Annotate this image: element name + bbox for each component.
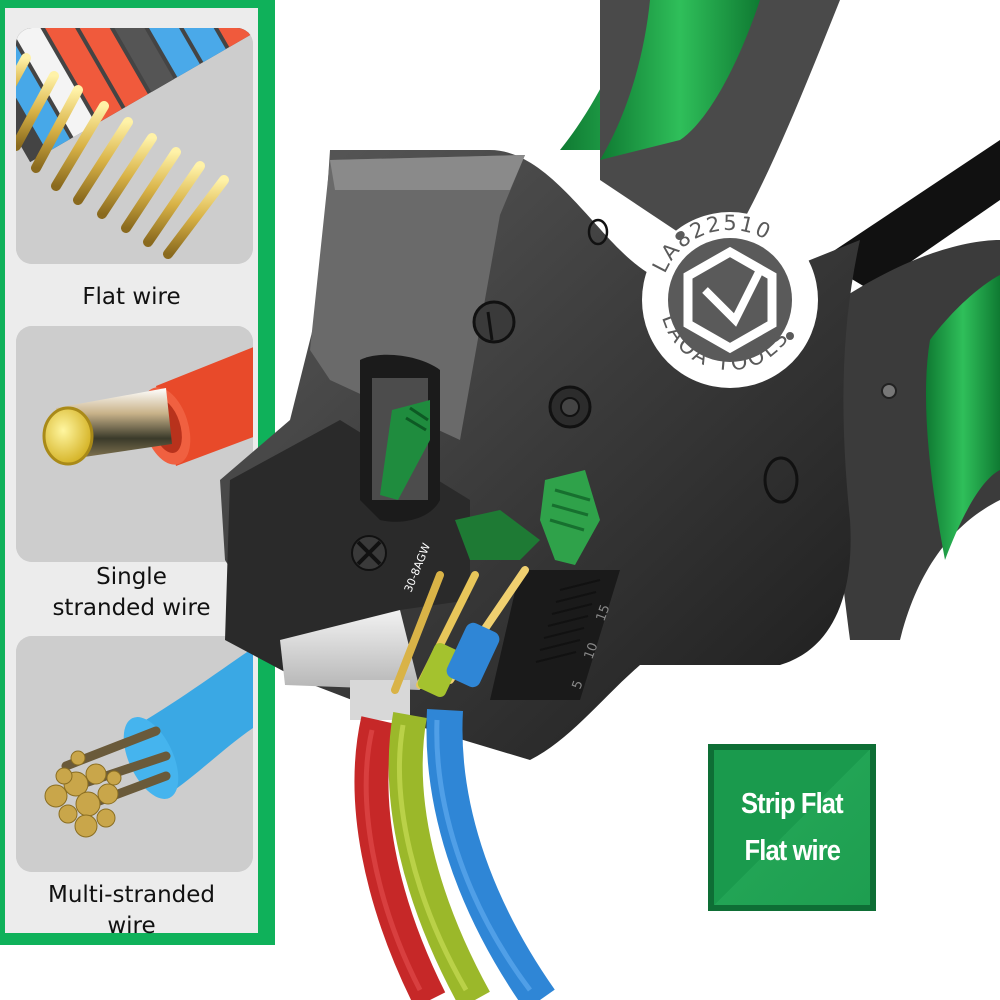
wire-stripper-illustration: LAOA TOOLS LA822510 30-8AGW — [220, 0, 1000, 1000]
svg-text:10: 10 — [582, 641, 602, 662]
badge-line-2: Flat wire — [744, 834, 840, 867]
laoa-tools-logo-seal: LAOA TOOLS LA822510 — [642, 211, 818, 388]
length-scale: 5 10 15 — [490, 570, 620, 700]
multi-stranded-wire-label-line2: wire — [107, 913, 156, 939]
multi-stranded-wire-card — [16, 636, 253, 872]
wire-stripper-tool: LAOA TOOLS LA822510 30-8AGW — [200, 0, 1000, 1000]
flat-wire-card — [16, 28, 253, 264]
single-wire-label-line2: stranded wire — [52, 595, 211, 621]
strip-flat-badge: Strip Flat Flat wire — [708, 744, 876, 911]
flat-wire-label: Flat wire — [82, 284, 181, 310]
single-wire-illustration-icon — [16, 326, 253, 562]
flat-wire-illustration-icon — [16, 28, 253, 264]
svg-text:15: 15 — [594, 603, 614, 624]
flat-screw-icon — [472, 300, 516, 344]
badge-line-1: Strip Flat — [741, 787, 844, 820]
multi-stranded-wire-label-line1: Multi-stranded — [48, 882, 215, 908]
single-wire-label-line1: Single — [96, 564, 167, 590]
single-wire-card — [16, 326, 253, 562]
wire-bundle — [354, 709, 555, 1000]
multi-stranded-wire-illustration-icon — [16, 636, 253, 872]
strip-flat-badge-inner: Strip Flat Flat wire — [714, 750, 870, 905]
